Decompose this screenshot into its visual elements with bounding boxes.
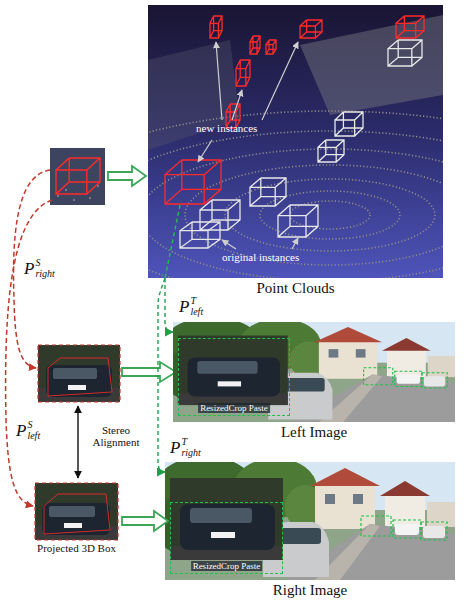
connector: [165, 278, 173, 332]
left-crop: [38, 345, 120, 402]
projection-letter: P: [170, 439, 180, 456]
left-image-panel: Left ImageResizedCrop Paste: [173, 322, 455, 422]
paste-arrow: [108, 166, 146, 186]
panel-caption: Projected 3D Box: [37, 542, 116, 554]
projection-symbol: PTleft: [177, 296, 205, 317]
region-label: ResizedCrop Paste: [191, 561, 263, 571]
connector: [122, 511, 168, 531]
superscript: T: [181, 437, 200, 448]
point-cloud-scene: [30, 5, 464, 319]
region-label: ResizedCrop Paste: [198, 403, 270, 413]
subscript: right: [35, 269, 54, 280]
projection-letter: P: [179, 298, 189, 315]
projection-letter: P: [16, 422, 26, 439]
paste-region: ResizedCrop Paste: [170, 502, 283, 574]
alignment-arrow: [77, 406, 78, 478]
superscript: S: [27, 420, 40, 431]
connector: [158, 278, 165, 472]
panel-caption: Point Clouds: [257, 280, 335, 297]
subscript: right: [181, 448, 200, 459]
panel-caption: Right Image: [273, 582, 348, 599]
left-photo: [161, 317, 455, 422]
right-image-panel: Right ImageResizedCrop Paste: [165, 462, 455, 580]
new-boxes: [165, 16, 424, 204]
callout-label: original instances: [222, 251, 299, 263]
projection-symbol: PTright: [168, 437, 203, 458]
projection-arrow: [6, 200, 52, 506]
subscript: left: [190, 307, 203, 318]
projected-box-crop: Projected 3D Box: [35, 483, 118, 540]
point-cloud-panel: Point Clouds: [148, 5, 443, 278]
superscript: S: [35, 258, 54, 269]
callout-label: new instances: [196, 122, 257, 134]
right-crop: [35, 483, 118, 540]
projection-symbol: PSleft: [14, 420, 42, 441]
alignment-label: Stereo Alignment: [84, 424, 148, 448]
paste-region: ResizedCrop Paste: [178, 338, 290, 416]
superscript: T: [190, 296, 203, 307]
right-photo: [153, 456, 455, 580]
subscript: left: [27, 431, 40, 442]
projection-letter: P: [24, 260, 34, 277]
original-boxes: [180, 40, 422, 248]
paste-arrow: [122, 362, 176, 382]
leader-lines: [198, 42, 298, 249]
projection-symbol: PSright: [22, 258, 57, 279]
panel-caption: Left Image: [281, 424, 347, 441]
source-patch: [50, 148, 105, 205]
